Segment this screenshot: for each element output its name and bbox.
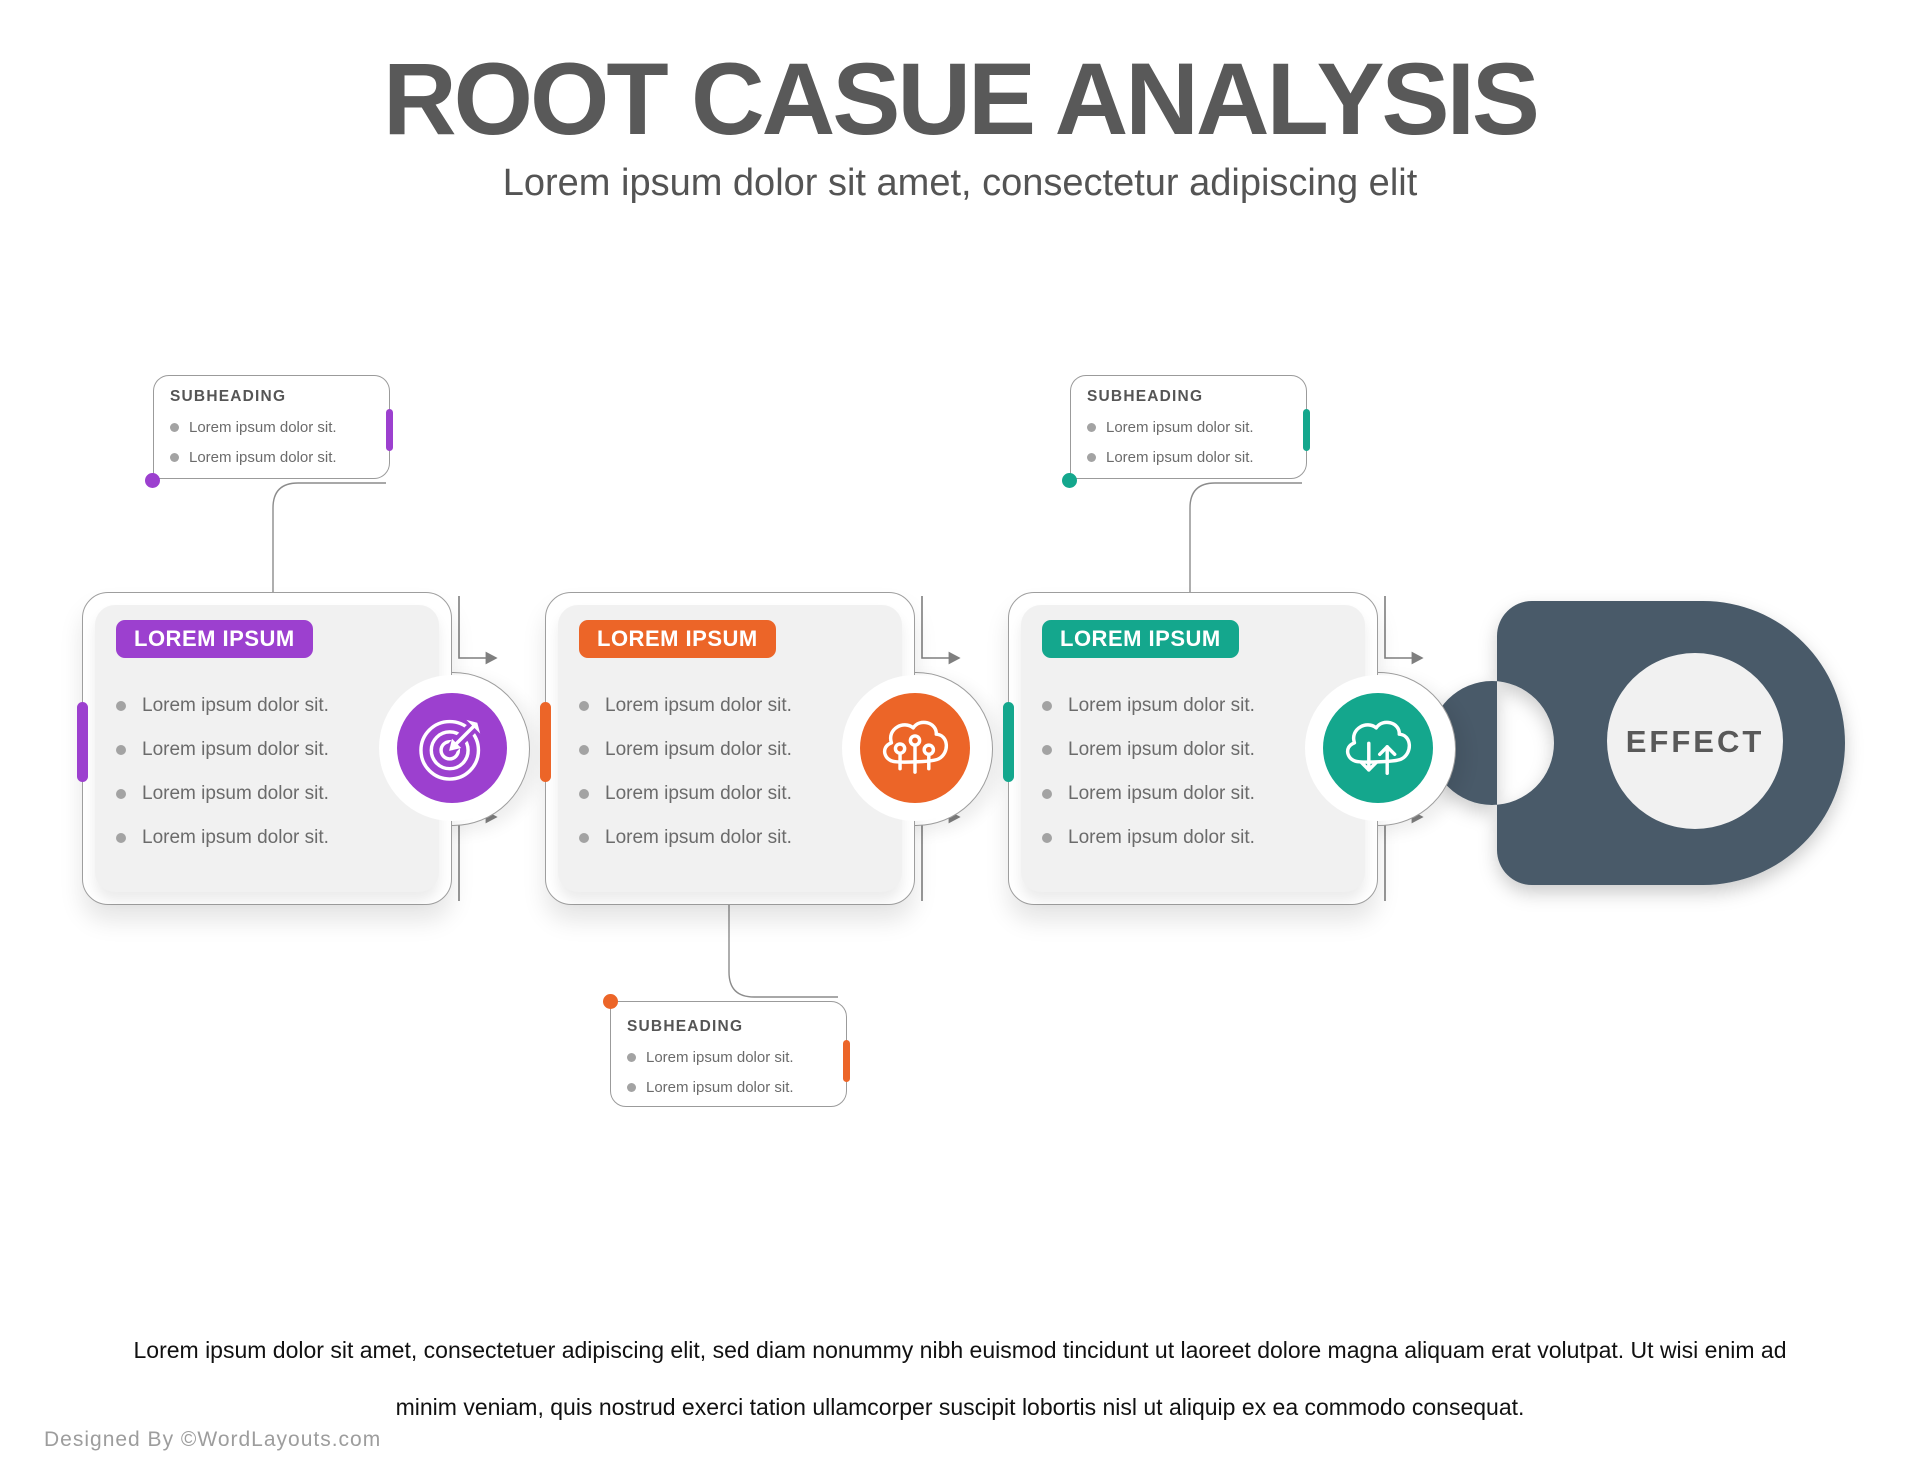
- bullet-text: Lorem ipsum dolor sit.: [605, 739, 792, 760]
- card-accent-bar: [540, 702, 551, 782]
- bullet-text: Lorem ipsum dolor sit.: [1106, 449, 1254, 466]
- bullet-text: Lorem ipsum dolor sit.: [189, 449, 337, 466]
- bullet-dot-icon: [1042, 745, 1052, 755]
- bullet-dot-icon: [579, 789, 589, 799]
- flow-arrow: [921, 596, 961, 665]
- connector-callout-3: [728, 898, 838, 998]
- bullet-dot-icon: [579, 745, 589, 755]
- bullet-text: Lorem ipsum dolor sit.: [142, 695, 329, 716]
- connector-dot-orange: [603, 994, 618, 1009]
- list-item: Lorem ipsum dolor sit.: [579, 816, 875, 860]
- list-item: Lorem ipsum dolor sit.: [579, 772, 875, 816]
- page-subtitle: Lorem ipsum dolor sit amet, consectetur …: [502, 162, 1418, 204]
- callout-heading: SUBHEADING: [170, 388, 287, 405]
- list-item: Lorem ipsum dolor sit.: [1042, 684, 1338, 728]
- callout-accent-bar: [1303, 409, 1310, 451]
- list-item: Lorem ipsum dolor sit.: [579, 684, 875, 728]
- bullet-dot-icon: [1042, 789, 1052, 799]
- bullet-dot-icon: [170, 423, 179, 432]
- card-bullet-list: Lorem ipsum dolor sit. Lorem ipsum dolor…: [1042, 684, 1338, 860]
- bullet-text: Lorem ipsum dolor sit.: [142, 739, 329, 760]
- effect-label: EFFECT: [1626, 724, 1765, 759]
- bullet-dot-icon: [627, 1083, 636, 1092]
- list-item: Lorem ipsum dolor sit.: [116, 728, 412, 772]
- callout-heading: SUBHEADING: [1087, 388, 1204, 405]
- connector-dot-purple: [145, 473, 160, 488]
- callout-accent-bar: [843, 1040, 850, 1082]
- list-item: Lorem ipsum dolor sit.: [1087, 449, 1292, 466]
- bullet-dot-icon: [170, 453, 179, 462]
- bullet-dot-icon: [116, 745, 126, 755]
- card-badge: LOREM IPSUM: [579, 620, 776, 658]
- connector-callout-1: [272, 482, 386, 600]
- bullet-dot-icon: [1042, 701, 1052, 711]
- bullet-text: Lorem ipsum dolor sit.: [1068, 783, 1255, 804]
- card-badge: LOREM IPSUM: [1042, 620, 1239, 658]
- bullet-dot-icon: [579, 701, 589, 711]
- cause-card-1: LOREM IPSUM Lorem ipsum dolor sit. Lorem…: [77, 592, 530, 905]
- cloud-circuit-icon: [860, 693, 970, 803]
- cause-card-2: LOREM IPSUM Lorem ipsum dolor sit. Lorem…: [540, 592, 993, 905]
- card-accent-bar: [1003, 702, 1014, 782]
- effect-inner-circle: [1607, 653, 1783, 829]
- flow-arrow: [1384, 810, 1424, 901]
- page-title: ROOT CASUE ANALYSIS: [383, 42, 1540, 156]
- list-item: Lorem ipsum dolor sit.: [170, 449, 375, 466]
- list-item: Lorem ipsum dolor sit.: [1042, 728, 1338, 772]
- card-accent-bar: [77, 702, 88, 782]
- bullet-text: Lorem ipsum dolor sit.: [142, 827, 329, 848]
- bullet-text: Lorem ipsum dolor sit.: [605, 827, 792, 848]
- list-item: Lorem ipsum dolor sit.: [1042, 772, 1338, 816]
- connector-callout-2: [1189, 482, 1302, 600]
- bullet-dot-icon: [1087, 423, 1096, 432]
- bullet-dot-icon: [1042, 833, 1052, 843]
- bullet-text: Lorem ipsum dolor sit.: [189, 419, 337, 436]
- bullet-text: Lorem ipsum dolor sit.: [646, 1079, 794, 1096]
- subheading-callout-2: SUBHEADING Lorem ipsum dolor sit. Lorem …: [1070, 375, 1310, 479]
- bullet-text: Lorem ipsum dolor sit.: [646, 1049, 794, 1066]
- subheading-callout-3: SUBHEADING Lorem ipsum dolor sit. Lorem …: [610, 1001, 850, 1107]
- list-item: Lorem ipsum dolor sit.: [116, 684, 412, 728]
- bullet-text: Lorem ipsum dolor sit.: [1106, 419, 1254, 436]
- connector-dot-teal: [1062, 473, 1077, 488]
- list-item: Lorem ipsum dolor sit.: [116, 772, 412, 816]
- list-item: Lorem ipsum dolor sit.: [116, 816, 412, 860]
- subheading-callout-1: SUBHEADING Lorem ipsum dolor sit. Lorem …: [153, 375, 393, 479]
- card-bullet-list: Lorem ipsum dolor sit. Lorem ipsum dolor…: [116, 684, 412, 860]
- bullet-dot-icon: [116, 789, 126, 799]
- target-arrow-icon: [397, 693, 507, 803]
- cause-card-3: LOREM IPSUM Lorem ipsum dolor sit. Lorem…: [1003, 592, 1456, 905]
- callout-heading: SUBHEADING: [627, 1018, 744, 1035]
- bullet-text: Lorem ipsum dolor sit.: [605, 783, 792, 804]
- flow-arrow: [458, 810, 498, 901]
- list-item: Lorem ipsum dolor sit.: [627, 1079, 832, 1096]
- card-bullet-list: Lorem ipsum dolor sit. Lorem ipsum dolor…: [579, 684, 875, 860]
- list-item: Lorem ipsum dolor sit.: [1087, 419, 1292, 436]
- bullet-dot-icon: [116, 701, 126, 711]
- flow-arrow: [1384, 596, 1424, 665]
- bullet-text: Lorem ipsum dolor sit.: [605, 695, 792, 716]
- bullet-text: Lorem ipsum dolor sit.: [1068, 739, 1255, 760]
- credit-text: Designed By ©WordLayouts.com: [44, 1428, 382, 1451]
- bullet-text: Lorem ipsum dolor sit.: [1068, 695, 1255, 716]
- list-item: Lorem ipsum dolor sit.: [627, 1049, 832, 1066]
- bullet-text: Lorem ipsum dolor sit.: [1068, 827, 1255, 848]
- bullet-dot-icon: [579, 833, 589, 843]
- flow-arrow: [921, 810, 961, 901]
- flow-arrow: [458, 596, 498, 665]
- description-paragraph: Lorem ipsum dolor sit amet, consectetuer…: [133, 1337, 1787, 1420]
- bullet-dot-icon: [1087, 453, 1096, 462]
- cloud-sync-icon: [1323, 693, 1433, 803]
- callout-accent-bar: [386, 409, 393, 451]
- bullet-dot-icon: [627, 1053, 636, 1062]
- list-item: Lorem ipsum dolor sit.: [1042, 816, 1338, 860]
- card-badge: LOREM IPSUM: [116, 620, 313, 658]
- bullet-text: Lorem ipsum dolor sit.: [142, 783, 329, 804]
- list-item: Lorem ipsum dolor sit.: [579, 728, 875, 772]
- list-item: Lorem ipsum dolor sit.: [170, 419, 375, 436]
- bullet-dot-icon: [116, 833, 126, 843]
